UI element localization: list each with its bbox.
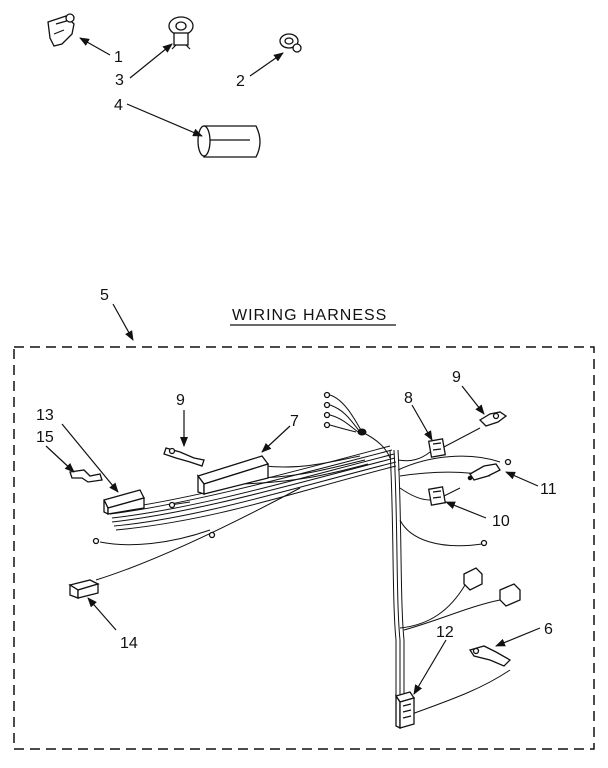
- part-6-terminal: [468, 645, 512, 667]
- part-2-grommet: [279, 33, 302, 53]
- small-connector-upper: [463, 567, 483, 591]
- callout-7: 7: [290, 413, 299, 430]
- part-9-terminal-left: [163, 447, 205, 467]
- leader-5: [112, 303, 134, 341]
- callout-6: 6: [544, 621, 553, 638]
- callout-13: 13: [36, 407, 54, 424]
- part-13-connector: [103, 489, 145, 516]
- part-8-connector: [427, 438, 447, 458]
- part-1-clip: [47, 13, 75, 47]
- callout-14: 14: [120, 635, 138, 652]
- part-12-connector: [394, 691, 416, 730]
- part-10-connector: [427, 486, 447, 506]
- harness-boundary: [13, 346, 595, 750]
- part-11-terminal: [467, 458, 512, 481]
- callout-15: 15: [36, 429, 54, 446]
- callout-leaders-harness: [45, 385, 541, 695]
- callout-leaders-top: [79, 37, 284, 137]
- small-connector-lower: [499, 583, 521, 607]
- callout-10: 10: [492, 513, 510, 530]
- part-14-connector: [68, 579, 100, 599]
- callout-8: 8: [404, 390, 413, 407]
- callout-3: 3: [115, 72, 124, 89]
- callout-2: 2: [236, 73, 245, 90]
- part-7-connector-block: [196, 455, 270, 495]
- callout-9-left: 9: [176, 392, 185, 409]
- diagram-title: WIRING HARNESS: [232, 307, 387, 324]
- part-3-clamp: [168, 16, 194, 50]
- callout-9-right: 9: [452, 369, 461, 386]
- part-15-terminal: [69, 469, 103, 483]
- callout-1: 1: [114, 49, 123, 66]
- callout-4: 4: [114, 97, 123, 114]
- harness-wires: [92, 391, 511, 715]
- part-9-terminal-right: [478, 411, 508, 427]
- callout-12: 12: [436, 624, 454, 641]
- part-4-sleeve: [197, 125, 261, 158]
- callout-11: 11: [540, 481, 557, 498]
- callout-5: 5: [100, 287, 109, 304]
